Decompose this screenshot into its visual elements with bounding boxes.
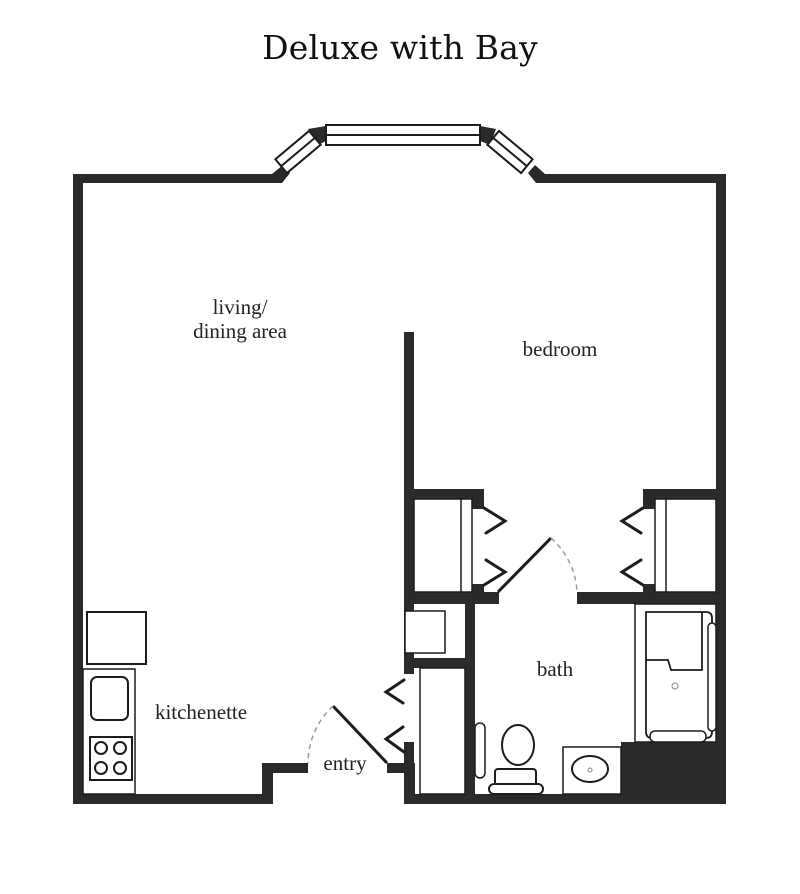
refrigerator-icon [86, 611, 147, 665]
living-label-line1: living/ [212, 295, 268, 319]
bath-fixtures [474, 603, 717, 795]
bath-label: bath [536, 657, 574, 681]
water-heater [404, 610, 446, 654]
entry-label: entry [323, 751, 367, 775]
bay-window-icon [273, 124, 535, 175]
floor-plan-title: Deluxe with Bay [262, 28, 538, 67]
toilet-icon [501, 724, 535, 766]
kitchenette-label: kitchenette [154, 700, 248, 724]
swing-doors [307, 536, 578, 765]
bedroom-closet-left [413, 498, 473, 593]
bedroom-closet-right [654, 498, 717, 593]
entry-closet [419, 667, 466, 795]
sink-icon [90, 676, 129, 721]
living-dining-label: living/ dining area [170, 295, 310, 343]
bedroom-label: bedroom [522, 337, 598, 361]
bifold-doors [383, 506, 645, 754]
kitchenette-fixtures [82, 611, 147, 795]
living-label-line2: dining area [193, 319, 287, 343]
closets [404, 498, 717, 795]
